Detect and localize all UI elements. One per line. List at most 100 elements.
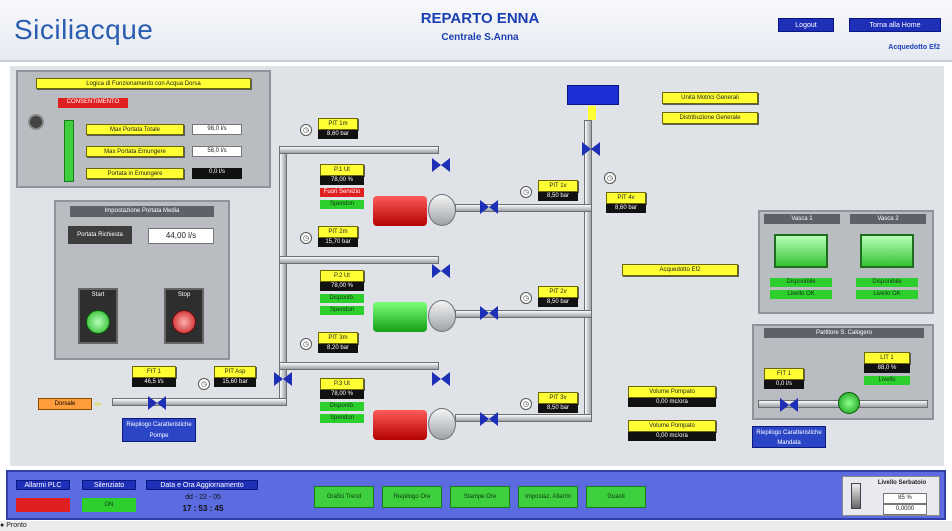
gauge-icon: ◷ (300, 124, 312, 136)
status-bar: ● Pronto (0, 521, 952, 531)
level-label: Livello Serbatoio (877, 480, 927, 486)
pump3-body[interactable] (428, 408, 456, 440)
stop-lamp-icon (172, 310, 196, 334)
pump2-tag: P.2 Ut (320, 270, 364, 282)
valve-icon[interactable] (480, 412, 498, 426)
alarm-settings-button[interactable]: Impostaz. Allarmi (518, 486, 578, 508)
timestamp-label: Data e Ora Aggiornamento (146, 480, 258, 490)
valve-icon[interactable] (432, 158, 450, 172)
start-button[interactable]: Start (78, 288, 118, 344)
suction-branch-2 (279, 256, 439, 264)
pump1-body[interactable] (428, 194, 456, 226)
tank1-title: Vasca 1 (764, 214, 840, 224)
inlet-arrow-icon: ⇦ (94, 399, 102, 409)
stop-label: Stop (177, 292, 191, 298)
level-bar-icon (64, 120, 74, 182)
calogero-lev-state: Livello (864, 376, 910, 385)
main-valve-icon[interactable] (582, 142, 600, 156)
delivery-tank-icon (567, 85, 619, 105)
valve-icon[interactable] (148, 396, 166, 410)
level-gauge-icon (851, 483, 861, 509)
gauge-icon: ◷ (300, 232, 312, 244)
pump2-value: 78,00 % (320, 282, 364, 291)
tank-level-widget: Livello Serbatoio 85 % 0,0000 (842, 476, 940, 516)
page-title: REPARTO ENNA (420, 10, 540, 27)
silence-status[interactable]: ON (82, 498, 136, 512)
tank1-state: Disponibile (770, 278, 832, 287)
faults-button[interactable]: Guasti (586, 486, 646, 508)
pump3-motor[interactable] (373, 410, 427, 440)
out2-tag: PIT 2v (538, 286, 578, 298)
pump3-value: 78,00 % (320, 390, 364, 399)
total2-value: 0,00 mc/ora (628, 432, 716, 441)
suction-branch-1 (279, 146, 439, 154)
tank2-title: Vasca 2 (850, 214, 926, 224)
pump2-body[interactable] (428, 300, 456, 332)
company-logo: Siciliacque (14, 14, 154, 45)
user-label: Acquedotto Ef2 (888, 44, 940, 51)
out3-tag: PIT 3v (538, 392, 578, 404)
delivery-branch-2 (455, 310, 592, 318)
tank1-icon[interactable] (774, 234, 828, 268)
tank2-level: Livello OK (856, 290, 918, 299)
gauge-icon: ◷ (520, 292, 532, 304)
logic-panel-title: Logica di Funzionamento con Acqua Dorsa (36, 78, 251, 89)
gauge-icon: ◷ (604, 172, 616, 184)
requested-flow-value[interactable]: 44,00 l/s (148, 228, 214, 244)
tank2-icon[interactable] (860, 234, 914, 268)
out3-value: 8,50 bar (538, 404, 578, 413)
calogero-lev-tag: LIT 1 (864, 352, 910, 364)
print-hours-button[interactable]: Stampe Ore (450, 486, 510, 508)
consent-alarm: CONSENTIMENTO (58, 98, 128, 108)
start-label: Start (91, 292, 105, 298)
max-total-value[interactable]: 98,0 l/s (192, 124, 242, 135)
valve-icon[interactable] (274, 372, 292, 386)
pump2-motor[interactable] (373, 302, 427, 332)
calogero-flow-value: 0,0 l/s (764, 380, 804, 389)
home-button[interactable]: Torna alla Home (849, 18, 941, 32)
inlet-flow-value: 46,5 l/s (132, 378, 176, 387)
valve-icon[interactable] (432, 372, 450, 386)
station-panel-title: Impostazione Portata Media (70, 206, 214, 217)
out1-tag: PIT 1v (538, 180, 578, 192)
unit-general-button[interactable]: Unità Motrici Generali (662, 92, 758, 104)
pump3-tag: P.3 Ut (320, 378, 364, 390)
gauge-icon: ◷ (300, 338, 312, 350)
stop-button[interactable]: Stop (164, 288, 204, 344)
calogero-pump-icon[interactable] (838, 392, 860, 414)
selector-knob-icon[interactable] (28, 114, 44, 130)
valve-icon[interactable] (432, 264, 450, 278)
station-panel: Impostazione Portata Media Portata Richi… (54, 200, 230, 360)
valve-icon[interactable] (780, 398, 798, 412)
max-total-label: Max Portata Totale (86, 124, 184, 135)
hours-summary-button[interactable]: Riepilogo Ore (382, 486, 442, 508)
trend-button[interactable]: Grafici Trend (314, 486, 374, 508)
pump2-mode: Spendon (320, 306, 364, 315)
inlet-pipe (112, 398, 287, 406)
calogero-lev-value: 88,0 % (864, 364, 910, 373)
recap-pumps-button[interactable]: Riepilogo Caratteristiche Pompe (122, 418, 196, 442)
calogero-title: Partitore S. Calogero (764, 328, 924, 338)
pump1-tag: P.1 Ut (320, 164, 364, 176)
pit3-value: 8,20 bar (318, 344, 358, 353)
inlet-press-tag: PIT Asp (214, 366, 256, 378)
pump1-motor[interactable] (373, 196, 427, 226)
plc-alarm-status[interactable] (16, 498, 70, 512)
valve-icon[interactable] (480, 306, 498, 320)
dist-general-button[interactable]: Distribuzione Generale (662, 112, 758, 124)
max-emungere-value[interactable]: 58,0 l/s (192, 146, 242, 157)
ef2-label[interactable]: Acquedotto Ef2 (622, 264, 738, 276)
suction-branch-3 (279, 362, 439, 370)
logout-button[interactable]: Logout (778, 18, 834, 32)
level-value: 85 % (883, 493, 927, 504)
portata-emungere-label: Portata in Emungere (86, 168, 184, 179)
delivery-branch-3 (455, 414, 592, 422)
start-lamp-icon (86, 310, 110, 334)
header-bar: Siciliacque REPARTO ENNA Centrale S.Anna… (0, 0, 952, 62)
status-icon: ● (0, 522, 5, 529)
valve-icon[interactable] (480, 200, 498, 214)
flow-arrow-icon (588, 106, 596, 120)
recap-delivery-button[interactable]: Riepilogo Caratteristiche Mandata (752, 426, 826, 448)
max-emungere-label: Max Portata Emungere (86, 146, 184, 157)
portata-emungere-value: 0,0 l/s (192, 168, 242, 179)
